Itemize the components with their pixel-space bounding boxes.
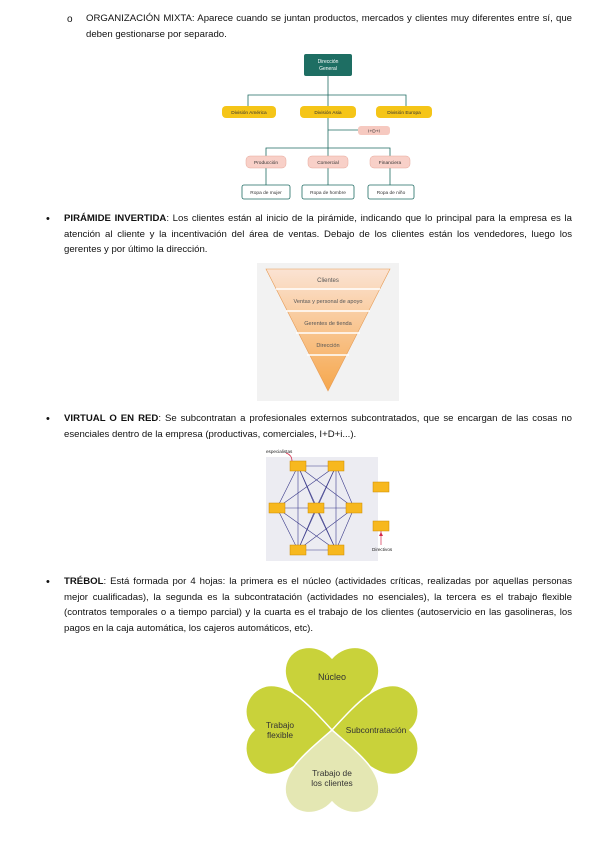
term-trebol: TRÉBOL bbox=[64, 576, 104, 587]
clover-label-trabajo-flexible-2: flexible bbox=[267, 730, 293, 740]
network-node bbox=[289, 460, 307, 472]
clover-leaf-bottom bbox=[284, 729, 380, 814]
org-box-region-2: División Asia bbox=[300, 106, 356, 118]
org-box-product-3: Ropa de niño bbox=[367, 184, 415, 200]
svg-text:Ropa de mujer: Ropa de mujer bbox=[250, 190, 282, 196]
bullet-marker: • bbox=[46, 213, 50, 225]
network-node bbox=[327, 544, 345, 556]
network-node bbox=[307, 502, 325, 514]
bullet-marker: • bbox=[46, 413, 50, 425]
paragraph-trebol: TRÉBOL: Está formada por 4 hojas: la pri… bbox=[64, 574, 572, 636]
clover-label-trabajo-flexible-1: Trabajo bbox=[266, 720, 294, 730]
clover-label-trabajo-clientes-2: los clientes bbox=[311, 778, 352, 788]
svg-text:División Asia: División Asia bbox=[314, 110, 342, 116]
paragraph-piramide-invertida: PIRÁMIDE INVERTIDA: Los clientes están a… bbox=[64, 211, 572, 258]
network-node bbox=[289, 544, 307, 556]
clover-label-trabajo-clientes-1: Trabajo de bbox=[312, 768, 352, 778]
clover-organization-diagram: Núcleo Subcontratación Trabajo flexible … bbox=[222, 634, 432, 822]
org-box-region-1: División América bbox=[222, 106, 276, 118]
bullet-marker: • bbox=[46, 576, 50, 588]
clover-label-nucleo: Núcleo bbox=[318, 672, 346, 682]
term-virtual-en-red: VIRTUAL O EN RED bbox=[64, 413, 159, 424]
paragraph-organizacion-mixta: ORGANIZACIÓN MIXTA: Aparece cuando se ju… bbox=[86, 11, 572, 42]
text-virtual-en-red: : Se subcontratan a profesionales extern… bbox=[64, 413, 572, 440]
svg-text:I+D+I: I+D+I bbox=[368, 129, 380, 135]
network-node bbox=[268, 502, 286, 514]
clover-label-subcontratacion: Subcontratación bbox=[346, 725, 407, 735]
pyramid-level-4: Dirección bbox=[316, 343, 339, 349]
org-box-region-3: División Europa bbox=[376, 106, 432, 118]
network-node bbox=[327, 460, 345, 472]
svg-text:Producción: Producción bbox=[254, 160, 278, 166]
svg-text:Financiera: Financiera bbox=[379, 160, 402, 166]
svg-text:División América: División América bbox=[231, 110, 267, 116]
svg-text:General: General bbox=[319, 66, 337, 72]
org-box-product-2: Ropa de hombre bbox=[301, 184, 355, 200]
paragraph-virtual-en-red: VIRTUAL O EN RED: Se subcontratan a prof… bbox=[64, 411, 572, 442]
network-organization-diagram: especialistas Directivos bbox=[262, 447, 396, 565]
pyramid-level-3: Gerentes de tienda bbox=[304, 321, 352, 327]
org-box-department-2: Comercial bbox=[307, 155, 349, 169]
network-node bbox=[345, 502, 363, 514]
text-trebol: : Está formada por 4 hojas: la primera e… bbox=[64, 576, 572, 634]
clover-leaf-top bbox=[284, 646, 380, 731]
org-box-direccion-general: Dirección General bbox=[304, 54, 352, 76]
svg-text:Dirección: Dirección bbox=[318, 59, 339, 65]
svg-text:Ropa de niño: Ropa de niño bbox=[377, 190, 406, 196]
label-directivos: Directivos bbox=[372, 547, 393, 552]
org-box-department-3: Financiera bbox=[369, 155, 411, 169]
pyramid-level-1: Clientes bbox=[317, 278, 339, 284]
pyramid-level-2: Ventas y personal de apoyo bbox=[293, 299, 362, 305]
text-organizacion-mixta: Aparece cuando se juntan productos, merc… bbox=[86, 13, 572, 40]
svg-text:División Europa: División Europa bbox=[387, 110, 421, 116]
text-piramide-invertida: : Los clientes están al inicio de la pir… bbox=[64, 213, 572, 255]
term-piramide-invertida: PIRÁMIDE INVERTIDA bbox=[64, 213, 167, 224]
label-especialistas: especialistas bbox=[266, 449, 293, 454]
network-node bbox=[372, 481, 390, 493]
org-box-i-d-i: I+D+I bbox=[358, 126, 390, 135]
network-node bbox=[372, 520, 390, 532]
term-organizacion-mixta: ORGANIZACIÓN MIXTA: bbox=[86, 13, 195, 24]
org-box-department-1: Producción bbox=[245, 155, 287, 169]
svg-text:Ropa de hombre: Ropa de hombre bbox=[310, 190, 346, 196]
org-box-product-1: Ropa de mujer bbox=[241, 184, 291, 200]
bullet-marker-o: o bbox=[67, 14, 73, 25]
svg-text:Comercial: Comercial bbox=[317, 160, 339, 166]
inverted-pyramid-diagram: Clientes Ventas y personal de apoyo Gere… bbox=[257, 263, 399, 401]
org-chart-mixta: Dirección General División América Divis… bbox=[218, 50, 436, 206]
